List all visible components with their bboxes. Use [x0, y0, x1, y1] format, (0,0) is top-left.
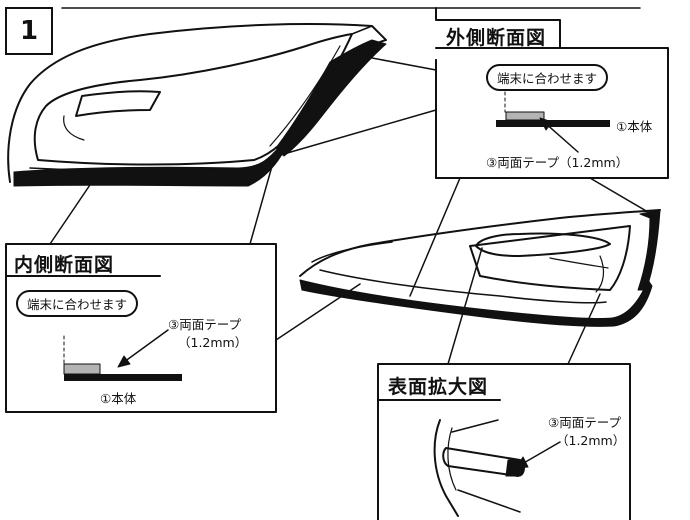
step-number: 1 — [5, 7, 53, 55]
outer-section-box — [269, 7, 669, 297]
upper-garnish-part — [7, 23, 387, 187]
outer-body-label: ①本体 — [616, 119, 653, 134]
surface-tape-label-line1: ③両面テープ — [548, 415, 621, 430]
outer-body-plate — [496, 120, 610, 127]
inner-section-title: 内側断面図 — [14, 254, 115, 276]
inner-tape-label-line1: ③両面テープ — [168, 317, 241, 332]
outer-align-callout: 端末に合わせます — [486, 64, 609, 91]
inner-tape — [63, 363, 101, 375]
inner-tape-label-line2: （1.2mm） — [178, 335, 248, 350]
surface-section-box — [377, 247, 631, 520]
surface-tape-label-line2: （1.2mm） — [556, 433, 626, 448]
surface-section-title: 表面拡大図 — [388, 376, 489, 398]
outer-tape — [505, 111, 545, 121]
inner-body-label: ①本体 — [100, 391, 137, 406]
inner-align-callout: 端末に合わせます — [16, 290, 139, 317]
outer-section-title: 外側断面図 — [446, 27, 547, 49]
inner-body-plate — [64, 374, 182, 381]
inner-section-box — [5, 151, 361, 413]
lower-garnish-part — [299, 209, 661, 327]
outer-tape-label: ③両面テープ（1.2mm） — [486, 155, 629, 170]
